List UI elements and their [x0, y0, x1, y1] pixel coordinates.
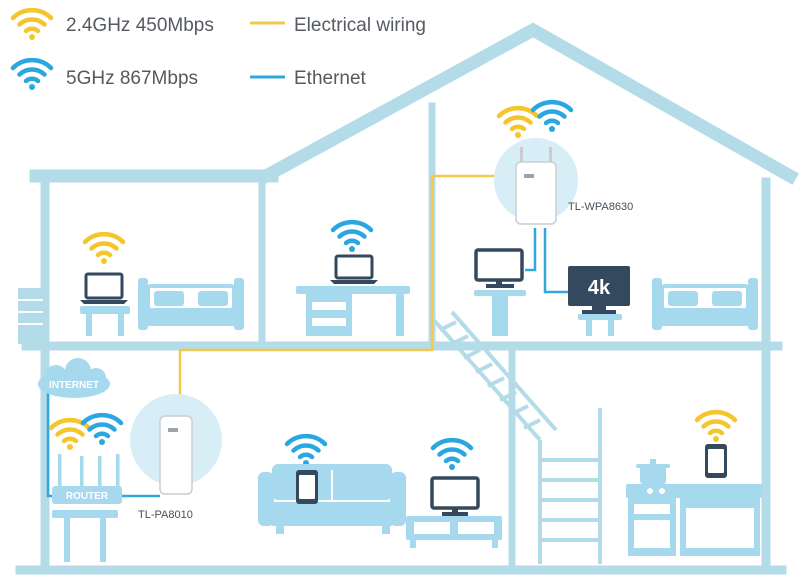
router-label: ROUTER	[66, 491, 109, 502]
ethernet-cable-router	[46, 390, 160, 498]
legend-wifi-5-label: 5GHz 867Mbps	[66, 68, 198, 89]
laptop-middle	[330, 254, 378, 284]
tv-upstairs	[474, 248, 524, 288]
cooking-pot	[636, 459, 670, 484]
laptop-wifi-24-icon	[85, 234, 123, 264]
kitchen-counter	[626, 484, 762, 556]
adapter-device	[159, 415, 193, 495]
tv-stand-4k	[578, 314, 622, 336]
extender-wifi-24-icon	[499, 108, 537, 138]
house-structure	[15, 22, 799, 575]
electrical-wiring	[178, 174, 500, 420]
tv-downstairs	[430, 476, 480, 516]
bed-right	[650, 276, 760, 332]
extender-wifi-5-icon	[533, 102, 571, 132]
phone-sofa-wifi-5-icon	[287, 436, 325, 466]
laptop-left	[80, 272, 128, 304]
desk-middle	[296, 286, 410, 336]
legend-wifi-5-icon	[13, 60, 51, 90]
internet-label: INTERNET	[49, 380, 99, 391]
phone-on-sofa	[296, 470, 318, 504]
legend-wifi-24-icon	[13, 10, 51, 40]
legend-electrical-label: Electrical wiring	[294, 15, 426, 36]
legend-ethernet-label: Ethernet	[294, 68, 367, 89]
tv-4k-label: 4k	[588, 277, 611, 299]
phone-kitchen	[705, 444, 727, 478]
laptop-wifi-5-icon	[333, 222, 371, 252]
router-device: ROUTER	[52, 454, 122, 504]
ethernet-cable-4k-tv	[543, 228, 568, 294]
adapter-label: TL-PA8010	[138, 509, 193, 521]
sofa	[258, 464, 406, 534]
extender-label: TL-WPA8630	[568, 201, 633, 213]
internet-cloud: INTERNET	[38, 358, 110, 398]
router-wifi-5-icon	[83, 415, 121, 445]
ethernet-cable-tv	[525, 228, 537, 272]
side-table-left	[80, 306, 130, 336]
router-table	[52, 510, 118, 562]
tv-stand-upstairs	[474, 290, 526, 336]
tv-downstairs-wifi-5-icon	[433, 440, 471, 470]
tv-4k: 4k	[568, 266, 630, 314]
legend: 2.4GHz 450Mbps Electrical wiring 5GHz 86…	[13, 10, 426, 90]
staircase	[430, 310, 602, 564]
chimney-box	[18, 288, 43, 344]
chimney-lines	[18, 299, 43, 325]
extender-device	[515, 147, 557, 225]
legend-wifi-24-label: 2.4GHz 450Mbps	[66, 15, 214, 36]
bed-left	[136, 276, 246, 332]
roof-left-gable	[257, 22, 799, 185]
phone-kitchen-wifi-24-icon	[697, 412, 735, 442]
tv-cabinet	[406, 516, 502, 548]
